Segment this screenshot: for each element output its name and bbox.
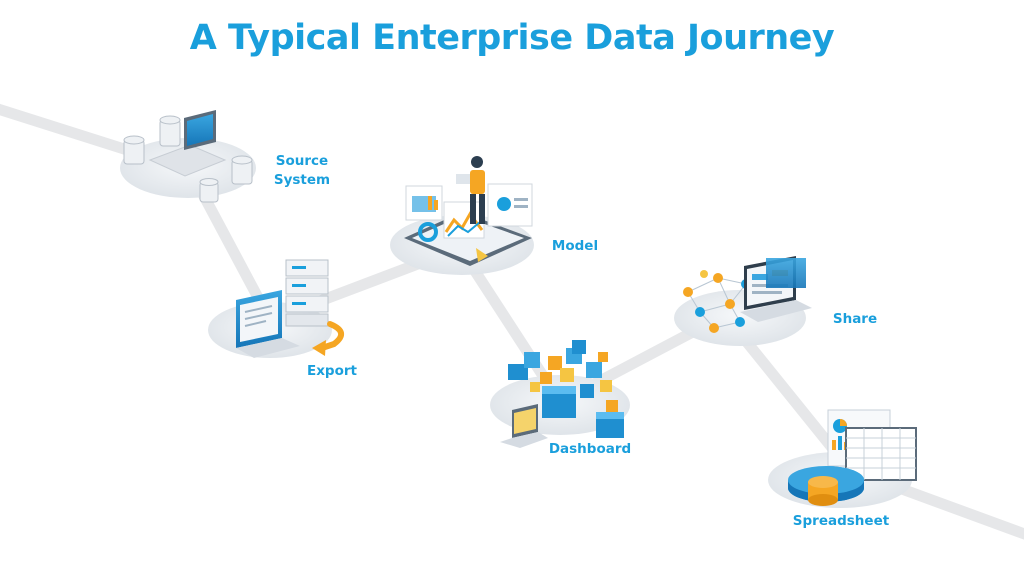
label-source-system-line-2: System (273, 172, 331, 188)
step-share (674, 256, 812, 346)
network-share-icon (683, 256, 812, 333)
step-dashboard (490, 340, 630, 448)
page-title: A Typical Enterprise Data Journey (189, 18, 835, 58)
step-spreadsheet (768, 409, 917, 508)
label-spreadsheet-text: Spreadsheet (792, 513, 890, 529)
spreadsheet-pie-chart-icon (788, 409, 917, 506)
label-dashboard-text: Dashboard (548, 441, 632, 457)
cubes-dashboard-icon (500, 340, 624, 448)
step-model (390, 156, 534, 275)
label-model: Model (544, 237, 606, 256)
label-export-text: Export (307, 363, 357, 379)
label-source-system: Source System (266, 152, 338, 190)
step-source-system (120, 110, 256, 203)
label-spreadsheet: Spreadsheet (786, 512, 896, 531)
database-servers-computer-icon (123, 110, 253, 203)
server-laptop-export-icon (236, 259, 344, 358)
person-data-model-icon (404, 156, 533, 266)
label-source-system-line-1: Source (275, 153, 329, 169)
label-model-text: Model (551, 238, 599, 254)
label-export: Export (300, 362, 364, 381)
step-export (208, 259, 344, 358)
label-share: Share (826, 310, 884, 329)
label-share-text: Share (832, 311, 878, 327)
label-dashboard: Dashboard (542, 440, 638, 459)
